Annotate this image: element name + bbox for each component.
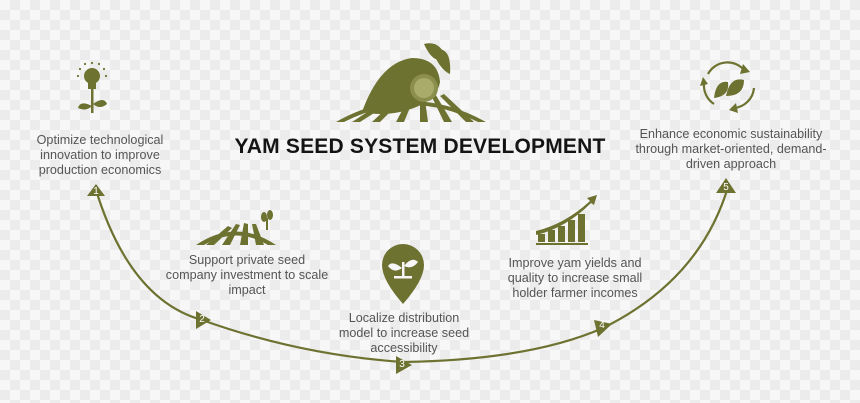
step-2-number: 2 (199, 314, 205, 325)
step-2-label: Support private seed company investment … (165, 253, 329, 297)
step-4-label: Improve yam yields and quality to increa… (507, 256, 643, 300)
diagram-title: YAM SEED SYSTEM DEVELOPMENT (234, 135, 606, 158)
step-5-label: Enhance economic sustainability through … (635, 127, 827, 171)
step-5-marker (716, 178, 736, 193)
step-1-label: Optimize technological innovation to imp… (36, 133, 164, 177)
step-1-marker (87, 184, 105, 196)
step-3-number: 3 (399, 359, 405, 370)
step-1-number: 1 (93, 186, 99, 197)
step-3-label: Localize distribution model to increase … (338, 311, 470, 355)
step-3-marker (396, 356, 412, 374)
step-2-marker (196, 311, 211, 329)
step-4-marker (594, 320, 612, 337)
step-5-number: 5 (723, 182, 729, 193)
step-4-number: 4 (599, 320, 605, 331)
